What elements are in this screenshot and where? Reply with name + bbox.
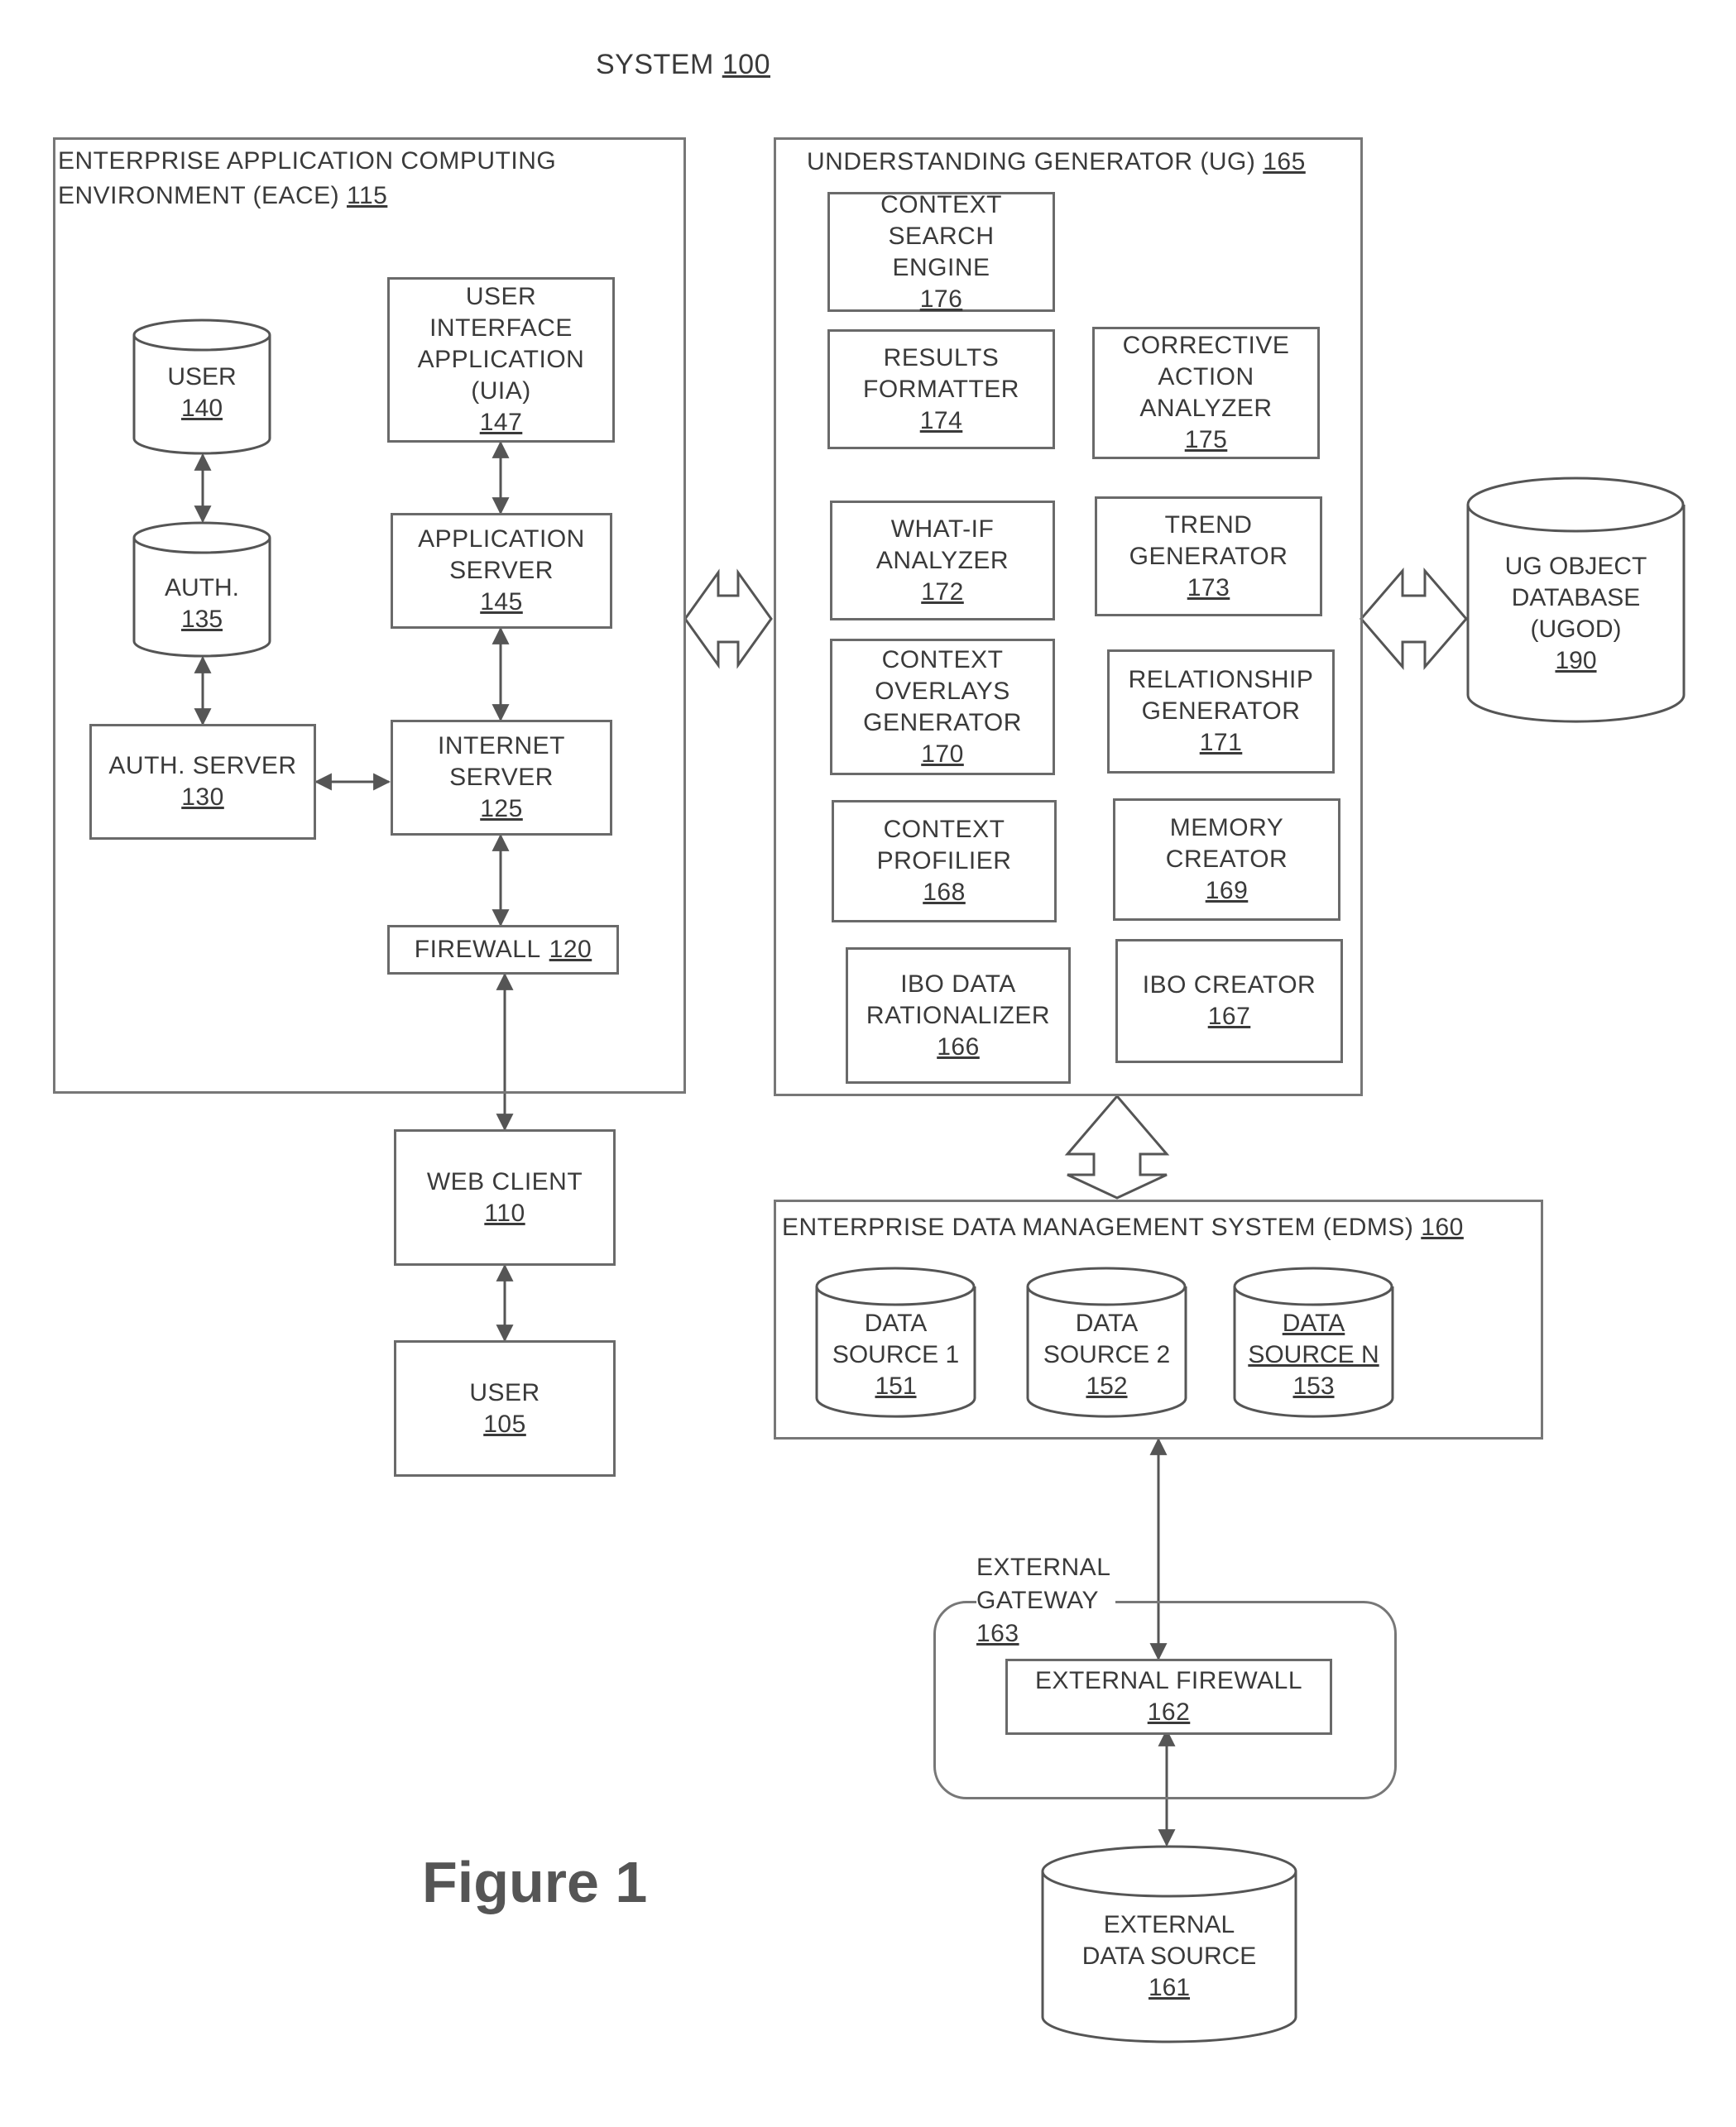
double-arrow-eace-ug	[685, 572, 771, 665]
trend-generator-box: TREND GENERATOR 173	[1095, 496, 1322, 616]
user-client-box: USER 105	[394, 1340, 616, 1477]
ds2-ref: 152	[1086, 1371, 1127, 1402]
context-search-label: CONTEXT SEARCH ENGINE	[871, 189, 1012, 284]
memory-creator-label: MEMORY CREATOR	[1153, 812, 1302, 875]
figure-title: Figure 1	[422, 1849, 647, 1915]
data-source-2: DATA SOURCE 2 152	[1026, 1266, 1187, 1419]
memory-creator-box: MEMORY CREATOR 169	[1113, 798, 1340, 921]
app-server-label: APPLICATION SERVER	[410, 524, 592, 587]
ugod-label: UG OBJECT DATABASE (UGOD)	[1494, 551, 1659, 645]
ext-firewall-ref: 162	[1148, 1697, 1191, 1728]
uia-label: USER INTERFACE APPLICATION (UIA)	[406, 281, 597, 407]
relationship-generator-box: RELATIONSHIP GENERATOR 171	[1107, 649, 1335, 774]
auth-server-ref: 130	[181, 782, 224, 813]
dsn-ref: 153	[1292, 1371, 1334, 1402]
context-profiler-ref: 168	[923, 877, 966, 908]
ext-gateway-line1: EXTERNAL	[976, 1551, 1110, 1584]
user-client-label: USER	[469, 1377, 540, 1409]
results-formatter-box: RESULTS FORMATTER 174	[827, 329, 1055, 449]
ext-source-ref: 161	[1149, 1972, 1190, 2004]
what-if-label: WHAT-IF ANALYZER	[860, 514, 1025, 577]
relationship-label: RELATIONSHIP GENERATOR	[1118, 664, 1325, 727]
user-client-ref: 105	[483, 1409, 526, 1440]
data-source-n: DATA SOURCE N 153	[1233, 1266, 1394, 1419]
ds1-label: DATA SOURCE 1	[826, 1308, 966, 1371]
data-source-1: DATA SOURCE 1 151	[815, 1266, 976, 1419]
auth-db-ref: 135	[181, 604, 223, 635]
web-client-box: WEB CLIENT 110	[394, 1129, 616, 1266]
edms-label: ENTERPRISE DATA MANAGEMENT SYSTEM (EDMS)…	[782, 1210, 1464, 1246]
ug-object-database: UG OBJECT DATABASE (UGOD) 190	[1466, 476, 1686, 724]
ug-label: UNDERSTANDING GENERATOR (UG) 165	[807, 144, 1306, 180]
corrective-action-analyzer-box: CORRECTIVE ACTION ANALYZER 175	[1092, 327, 1320, 459]
ug-ref: 165	[1263, 148, 1306, 175]
memory-creator-ref: 169	[1206, 875, 1249, 907]
ibo-creator-label: IBO CREATOR	[1143, 970, 1316, 1001]
context-overlays-generator-box: CONTEXT OVERLAYS GENERATOR 170	[830, 639, 1055, 775]
double-arrow-ug-ugod	[1361, 571, 1466, 667]
external-gateway-label: EXTERNAL GATEWAY 163	[976, 1551, 1115, 1650]
what-if-analyzer-box: WHAT-IF ANALYZER 172	[830, 501, 1055, 620]
auth-server-label: AUTH. SERVER	[108, 750, 296, 782]
auth-server-box: AUTH. SERVER 130	[89, 724, 316, 840]
ds2-label: DATA SOURCE 2	[1037, 1308, 1177, 1371]
web-client-ref: 110	[484, 1198, 525, 1229]
context-overlays-label: CONTEXT OVERLAYS GENERATOR	[856, 644, 1029, 739]
edms-label-text: ENTERPRISE DATA MANAGEMENT SYSTEM (EDMS)	[782, 1214, 1413, 1241]
context-overlays-ref: 170	[921, 739, 964, 770]
context-search-ref: 176	[920, 284, 963, 315]
ext-firewall-label: EXTERNAL FIREWALL	[1035, 1665, 1302, 1697]
relationship-ref: 171	[1200, 727, 1243, 759]
ext-gateway-line2: GATEWAY	[976, 1584, 1110, 1617]
eace-label-line2: ENVIRONMENT (EACE)	[58, 182, 339, 209]
what-if-ref: 172	[921, 577, 964, 608]
user-db-ref: 140	[181, 393, 223, 424]
web-client-label: WEB CLIENT	[427, 1166, 583, 1198]
ibo-rationalizer-ref: 166	[937, 1032, 980, 1063]
firewall-ref: 120	[549, 934, 592, 965]
dsn-label: DATA SOURCE N	[1244, 1308, 1384, 1371]
system-title-text: SYSTEM	[596, 49, 714, 80]
auth-database: AUTH. 135	[132, 521, 271, 658]
double-arrow-ug-edms	[1067, 1096, 1167, 1198]
ugod-ref: 190	[1555, 645, 1596, 677]
application-server-box: APPLICATION SERVER 145	[391, 513, 612, 629]
context-profiler-label: CONTEXT PROFILIER	[866, 814, 1023, 877]
uia-box: USER INTERFACE APPLICATION (UIA) 147	[387, 277, 615, 443]
external-data-source: EXTERNAL DATA SOURCE 161	[1041, 1845, 1297, 2043]
context-profiler-box: CONTEXT PROFILIER 168	[832, 800, 1057, 922]
results-formatter-ref: 174	[920, 405, 963, 437]
user-database: USER 140	[132, 319, 271, 455]
ds1-ref: 151	[875, 1371, 916, 1402]
ext-source-label: EXTERNAL DATA SOURCE	[1070, 1909, 1268, 1972]
user-db-label: USER	[167, 362, 236, 393]
eace-ref: 115	[347, 182, 387, 209]
ibo-creator-ref: 167	[1208, 1001, 1251, 1032]
ibo-creator-box: IBO CREATOR 167	[1115, 939, 1343, 1063]
context-search-engine-box: CONTEXT SEARCH ENGINE 176	[827, 192, 1055, 312]
trend-label: TREND GENERATOR	[1122, 510, 1296, 572]
firewall-box: FIREWALL 120	[387, 925, 619, 975]
corrective-action-ref: 175	[1185, 424, 1228, 456]
system-title: SYSTEM 100	[596, 46, 770, 83]
internet-server-label: INTERNET SERVER	[423, 731, 580, 793]
trend-ref: 173	[1187, 572, 1230, 604]
auth-db-label: AUTH.	[165, 572, 239, 604]
corrective-action-label: CORRECTIVE ACTION ANALYZER	[1115, 330, 1297, 424]
internet-server-box: INTERNET SERVER 125	[391, 720, 612, 836]
ext-gateway-ref: 163	[976, 1617, 1110, 1650]
edms-ref: 160	[1421, 1214, 1464, 1241]
internet-server-ref: 125	[480, 793, 523, 825]
system-ref: 100	[722, 49, 770, 80]
ug-label-text: UNDERSTANDING GENERATOR (UG)	[807, 148, 1255, 175]
ibo-rationalizer-label: IBO DATA RATIONALIZER	[863, 969, 1053, 1032]
results-formatter-label: RESULTS FORMATTER	[855, 343, 1029, 405]
ibo-data-rationalizer-box: IBO DATA RATIONALIZER 166	[846, 947, 1071, 1084]
external-firewall-box: EXTERNAL FIREWALL 162	[1005, 1659, 1332, 1735]
uia-ref: 147	[480, 407, 523, 438]
firewall-label: FIREWALL	[415, 934, 541, 965]
eace-label: ENTERPRISE APPLICATION COMPUTING ENVIRON…	[58, 144, 556, 213]
app-server-ref: 145	[480, 587, 523, 618]
eace-label-line1: ENTERPRISE APPLICATION COMPUTING	[58, 144, 556, 179]
